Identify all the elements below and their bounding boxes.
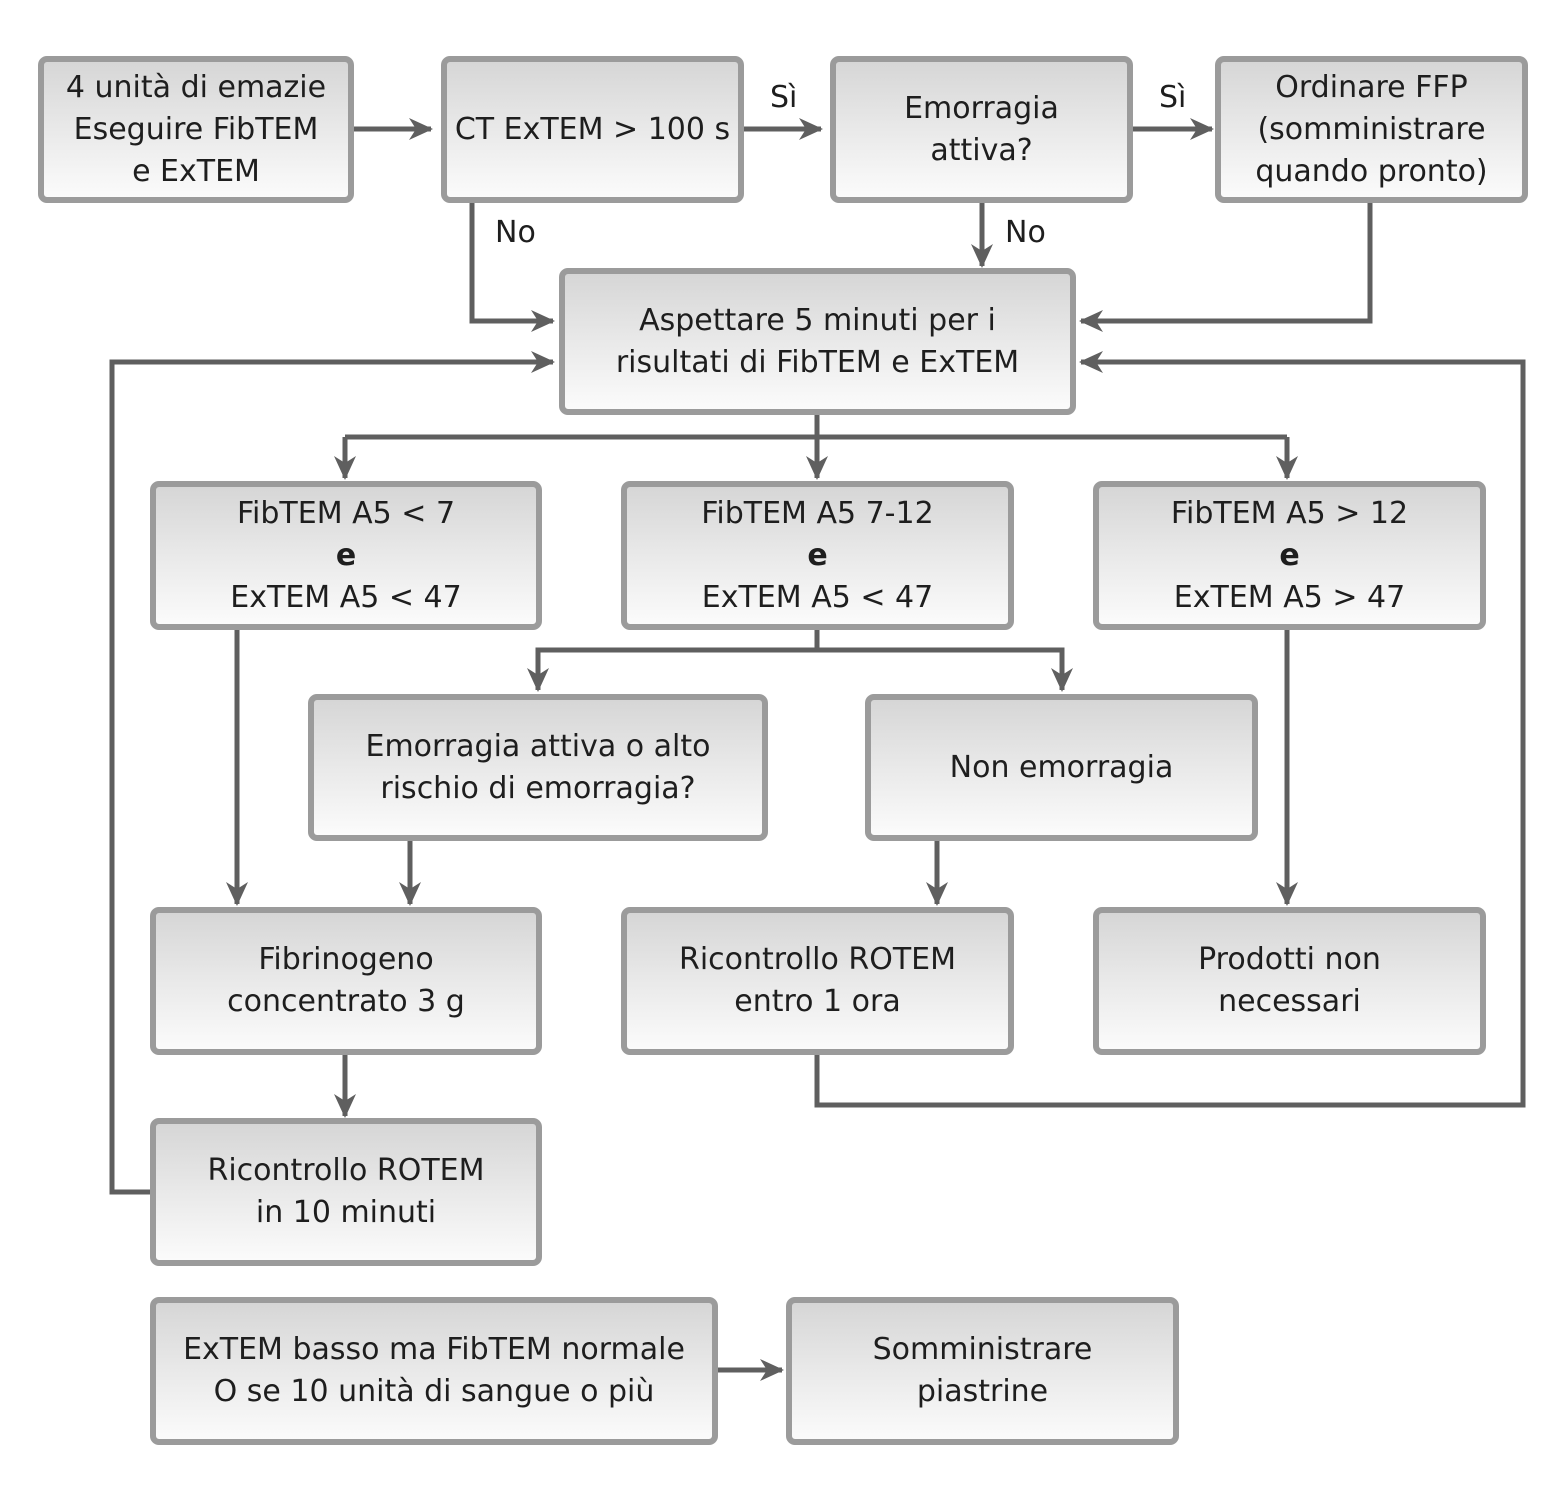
node-start: 4 unità di emazie Eseguire FibTEM e ExTE… [38,56,354,203]
edge-ricontrollo10-loop [109,351,555,1195]
node-ricontrollo-ora-line-2: entro 1 ora [734,984,901,1019]
node-ricontrollo-ora-line-1: Ricontrollo ROTEM [678,942,957,977]
node-prodotti: Prodotti non necessari [1093,907,1486,1055]
node-fib-low: FibTEM A5 < 7 e ExTEM A5 < 47 [150,481,542,630]
node-fib-mid-line-1: FibTEM A5 7-12 [701,495,934,531]
node-fib-high-line-1: FibTEM A5 > 12 [1170,495,1409,531]
node-rischio-line-2: rischio di emorragia? [380,770,696,806]
node-ordinare-ffp-line-1: Ordinare FFP [1275,69,1468,105]
node-emorragia-attiva-line-1: Emorragia [904,90,1059,126]
node-fib-high: FibTEM A5 > 12 e ExTEM A5 > 47 [1093,481,1486,630]
node-fib-high-line-2: ExTEM A5 > 47 [1173,579,1406,615]
node-start-line-1: 4 unità di emazie [65,69,327,105]
node-prodotti-line-2: necessari [1218,984,1361,1019]
edge-label-si-1: Sì [770,80,798,115]
node-ricontrollo-ora: Ricontrollo ROTEM entro 1 ora [621,907,1014,1055]
node-emorragia-attiva-line-2: attiva? [930,132,1033,168]
edge-ricontrollo-ora-loop [814,351,1526,1108]
node-aspettare-line-2: risultati di FibTEM e ExTEM [615,344,1020,380]
node-rischio: Emorragia attiva o alto rischio di emorr… [308,694,768,841]
node-emorragia-attiva: Emorragia attiva? [830,56,1133,203]
node-non-emorragia: Non emorragia [865,694,1258,841]
node-aspettare-line-1: Aspettare 5 minuti per i [639,302,996,338]
edge-label-si-2: Sì [1159,80,1187,115]
node-fib-low-connector: e [335,537,357,573]
node-extem-basso-line-1: ExTEM basso ma FibTEM normale [183,1332,685,1367]
node-fibrinogeno-line-2: concentrato 3 g [227,984,465,1019]
node-piastrine-line-2: piastrine [916,1374,1049,1409]
node-ordinare-ffp-line-2: (somministrare [1257,111,1486,147]
node-extem-basso-line-2: O se 10 unità di sangue o più [213,1374,655,1409]
edge-ct-no-to-aspettare [469,202,555,332]
node-rischio-line-1: Emorragia attiva o alto [365,728,711,764]
node-ricontrollo-10-line-1: Ricontrollo ROTEM [207,1153,485,1188]
node-extem-basso: ExTEM basso ma FibTEM normale O se 10 un… [150,1297,718,1445]
node-fib-mid-connector: e [807,537,828,573]
node-start-line-2: Eseguire FibTEM [73,111,319,147]
node-ordinare-ffp-line-3: quando pronto) [1255,153,1488,189]
node-fib-low-line-2: ExTEM A5 < 47 [230,579,462,615]
edge-label-no-2: No [1005,215,1046,250]
node-piastrine-line-1: Somministrare [872,1332,1093,1367]
edge-fib-mid-split [535,647,1073,692]
node-non-emorragia-line-1: Non emorragia [949,749,1174,785]
edge-ffp-to-aspettare [1079,202,1373,332]
node-fibrinogeno-line-1: Fibrinogeno [258,942,434,977]
node-aspettare: Aspettare 5 minuti per i risultati di Fi… [559,268,1076,415]
node-fib-low-line-1: FibTEM A5 < 7 [236,495,456,531]
node-ricontrollo-10-line-2: in 10 minuti [255,1195,437,1230]
node-fib-mid-line-2: ExTEM A5 < 47 [701,579,934,615]
node-fib-mid: FibTEM A5 7-12 e ExTEM A5 < 47 [621,481,1014,630]
node-ct-extem-line-1: CT ExTEM > 100 s [454,111,731,147]
node-fib-high-connector: e [1279,537,1300,573]
node-ordinare-ffp: Ordinare FFP (somministrare quando pront… [1215,56,1528,203]
node-ricontrollo-10: Ricontrollo ROTEM in 10 minuti [150,1118,542,1266]
node-start-line-3: e ExTEM [132,153,260,189]
node-prodotti-line-1: Prodotti non [1198,942,1381,977]
edge-label-no-1: No [495,215,536,250]
node-ct-extem: CT ExTEM > 100 s [441,56,744,203]
node-piastrine: Somministrare piastrine [786,1297,1179,1445]
node-fibrinogeno: Fibrinogeno concentrato 3 g [150,907,542,1055]
